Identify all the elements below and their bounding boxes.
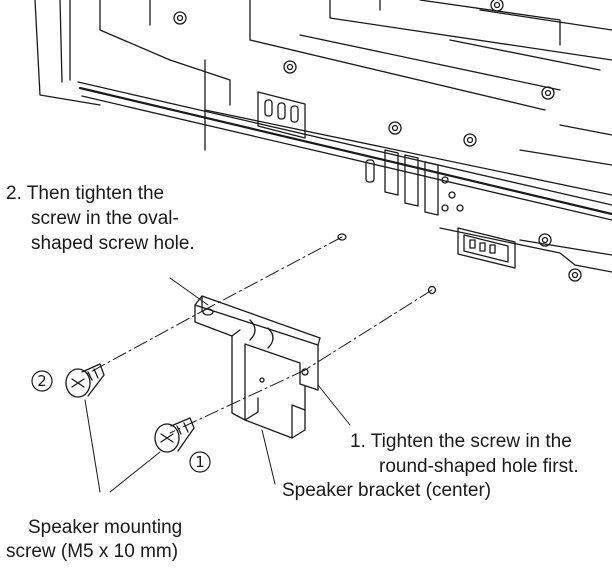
step2-line2: screw in the oval- <box>31 208 179 229</box>
screw-1-shape <box>154 417 195 453</box>
vertical-ports <box>365 149 464 216</box>
bracket-label: Speaker bracket (center) <box>282 480 492 501</box>
step2-line3: shaped screw hole. <box>31 233 195 254</box>
speaker-bracket-shape <box>194 295 321 439</box>
mounting-holes <box>337 233 437 295</box>
marker-1: 1 <box>189 451 211 473</box>
step1-line1: 1. Tighten the screw in the <box>350 431 572 452</box>
chassis-lower-edge <box>204 109 612 273</box>
marker-2-number: 2 <box>37 372 47 390</box>
connector-block <box>257 91 306 139</box>
marker-2: 2 <box>31 370 53 392</box>
screw-label-line1: Speaker mounting <box>28 517 183 538</box>
screw-2-shape <box>65 363 105 398</box>
marker-1-number: 1 <box>195 453 205 471</box>
side-port <box>457 227 516 269</box>
step2-line1: 2. Then tighten the <box>6 183 165 204</box>
step1-line2: round-shaped hole first. <box>379 456 579 477</box>
monitor-rear-panel <box>34 0 612 221</box>
screw-label-line2: screw (M5 x 10 mm) <box>6 541 179 562</box>
panel-screw-holes <box>173 0 582 282</box>
leader-lines <box>84 277 351 493</box>
